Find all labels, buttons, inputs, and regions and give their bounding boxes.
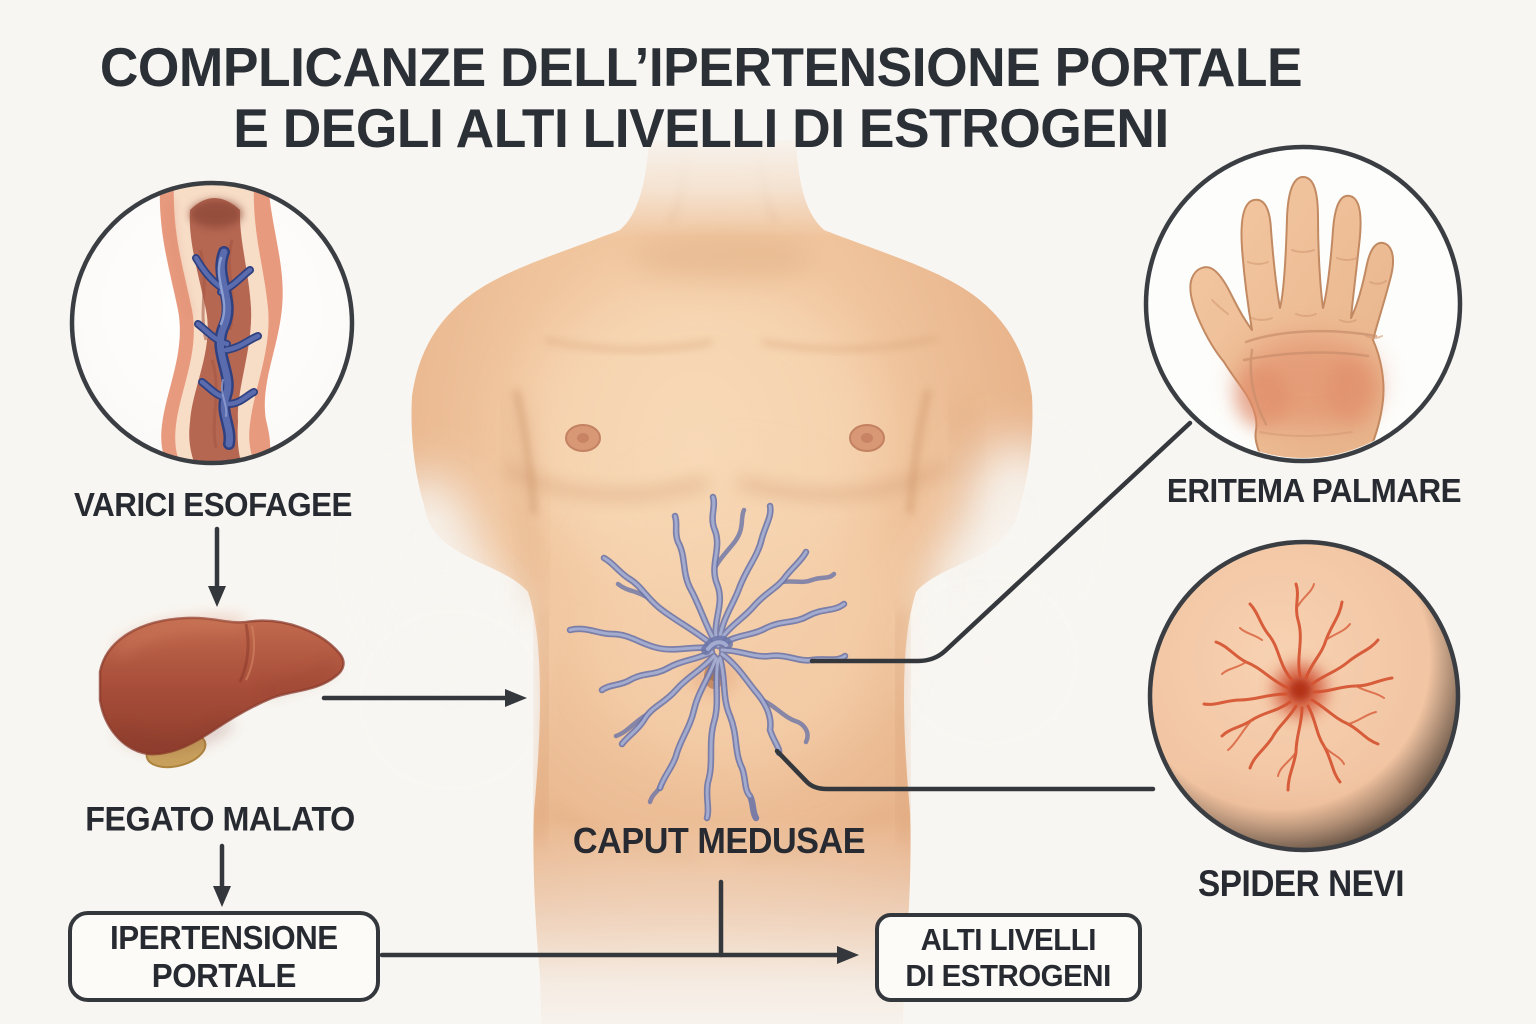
palmar-erythema-illustration bbox=[1143, 144, 1463, 464]
arrow-liver-to-torso bbox=[321, 689, 527, 707]
esophageal-varices-illustration bbox=[69, 180, 355, 466]
title-line-2: E DEGLI ALTI LIVELLI DI ESTROGENI bbox=[233, 97, 1169, 159]
title-line-1: COMPLICANZE DELL’IPERTENSIONE PORTALE bbox=[99, 36, 1303, 98]
label-fegato-malato: FEGATO MALATO bbox=[85, 800, 355, 839]
label-varici-esofagee: VARICI ESOFAGEE bbox=[74, 486, 352, 523]
arrow-portale-to-estrogeni bbox=[379, 879, 859, 964]
connector-torso-to-palm bbox=[809, 420, 1193, 664]
page-title: COMPLICANZE DELL’IPERTENSIONE PORTALE E … bbox=[99, 36, 1303, 159]
varix-vein bbox=[192, 246, 262, 450]
box-ipertensione-line-1: IPERTENSIONE bbox=[110, 918, 338, 956]
caput-medusae-veins bbox=[566, 493, 849, 822]
torso-illustration bbox=[369, 132, 1073, 1024]
label-caput-medusae: CAPUT MEDUSAE bbox=[572, 820, 866, 861]
box-alti-livelli-estrogeni: ALTI LIVELLI DI ESTROGENI bbox=[875, 913, 1142, 1002]
connector-torso-to-spider bbox=[774, 748, 1156, 792]
soft-fades bbox=[369, 132, 1073, 1024]
box-ipertensione-line-2: PORTALE bbox=[151, 956, 297, 994]
palm-hand bbox=[1189, 176, 1395, 458]
box-estrogeni-line-1: ALTI LIVELLI bbox=[920, 921, 1097, 957]
label-spider-nevi: SPIDER NEVI bbox=[1197, 863, 1405, 904]
arrow-fegato-to-box bbox=[213, 843, 231, 907]
box-estrogeni-line-2: DI ESTROGENI bbox=[905, 957, 1112, 993]
label-eritema-palmare: ERITEMA PALMARE bbox=[1166, 472, 1462, 509]
box-ipertensione-portale: IPERTENSIONE PORTALE bbox=[68, 911, 380, 1002]
liver-illustration bbox=[98, 616, 345, 769]
arrow-varici-to-liver bbox=[208, 526, 226, 607]
nipple-right bbox=[849, 424, 885, 452]
spider-nevus-illustration bbox=[1147, 539, 1461, 853]
connector-lines bbox=[208, 420, 1193, 964]
nipple-left bbox=[565, 424, 601, 452]
